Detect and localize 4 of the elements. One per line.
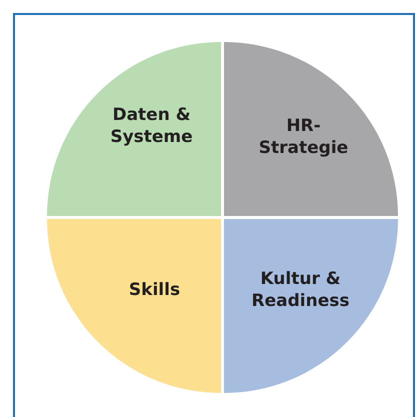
quadrant-label: Daten & Systeme — [109, 104, 194, 148]
quadrant-label: HR-Strategie — [258, 114, 350, 158]
quadrant-label: Kultur & Readiness — [250, 268, 350, 312]
quadrant-label: Skills — [128, 278, 182, 300]
